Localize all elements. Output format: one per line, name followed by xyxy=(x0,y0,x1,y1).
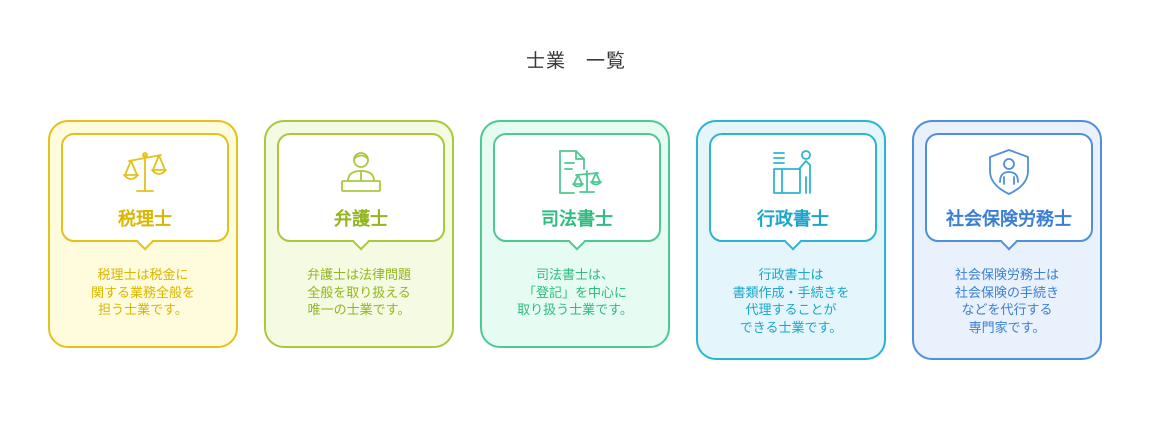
card-shihoshoshi: 司法書士 司法書士は、 「登記」を中心に 取り扱う士業です。 xyxy=(480,120,670,348)
card-header: 税理士 xyxy=(61,133,229,251)
card-description: 弁護士は法律問題 全般を取り扱える 唯一の士業です。 xyxy=(306,268,411,318)
pointer-arrow xyxy=(784,233,802,251)
pointer-arrow xyxy=(352,233,370,251)
page-title: 士業 一覧 xyxy=(525,50,626,72)
shield-person-icon xyxy=(984,147,1034,197)
card-header: 行政書士 xyxy=(709,133,877,251)
card-bengoshi: 弁護士 弁護士は法律問題 全般を取り扱える 唯一の士業です。 xyxy=(264,120,454,348)
card-title: 行政書士 xyxy=(757,209,829,230)
pointer-arrow xyxy=(136,233,154,251)
card-description: 税理士は税金に 関する業務全般を 担う士業です。 xyxy=(90,268,195,318)
lawyer-icon xyxy=(336,147,386,197)
card-gyoseishoshi: 行政書士 行政書士は 書類作成・手続きを 代理することが できる士業です。 xyxy=(696,120,886,360)
card-description: 社会保険労務士は 社会保険の手続き などを代行する 専門家です。 xyxy=(954,268,1059,336)
card-description: 司法書士は、 「登記」を中心に 取り扱う士業です。 xyxy=(517,268,633,318)
card-title: 司法書士 xyxy=(541,209,613,230)
card-title: 税理士 xyxy=(118,209,172,230)
pointer-arrow xyxy=(568,233,586,251)
card-title: 弁護士 xyxy=(334,209,388,230)
scales-icon xyxy=(120,147,170,197)
legal-document-icon xyxy=(552,147,602,197)
card-header: 社会保険労務士 xyxy=(925,133,1093,251)
card-title: 社会保険労務士 xyxy=(946,209,1072,230)
pointer-arrow xyxy=(1000,233,1018,251)
clerk-desk-icon xyxy=(768,147,818,197)
card-header: 弁護士 xyxy=(277,133,445,251)
card-zeirishi: 税理士 税理士は税金に 関する業務全般を 担う士業です。 xyxy=(48,120,238,348)
card-sharoushi: 社会保険労務士 社会保険労務士は 社会保険の手続き などを代行する 専門家です。 xyxy=(912,120,1102,360)
card-description: 行政書士は 書類作成・手続きを 代理することが できる士業です。 xyxy=(732,268,850,336)
card-header: 司法書士 xyxy=(493,133,661,251)
